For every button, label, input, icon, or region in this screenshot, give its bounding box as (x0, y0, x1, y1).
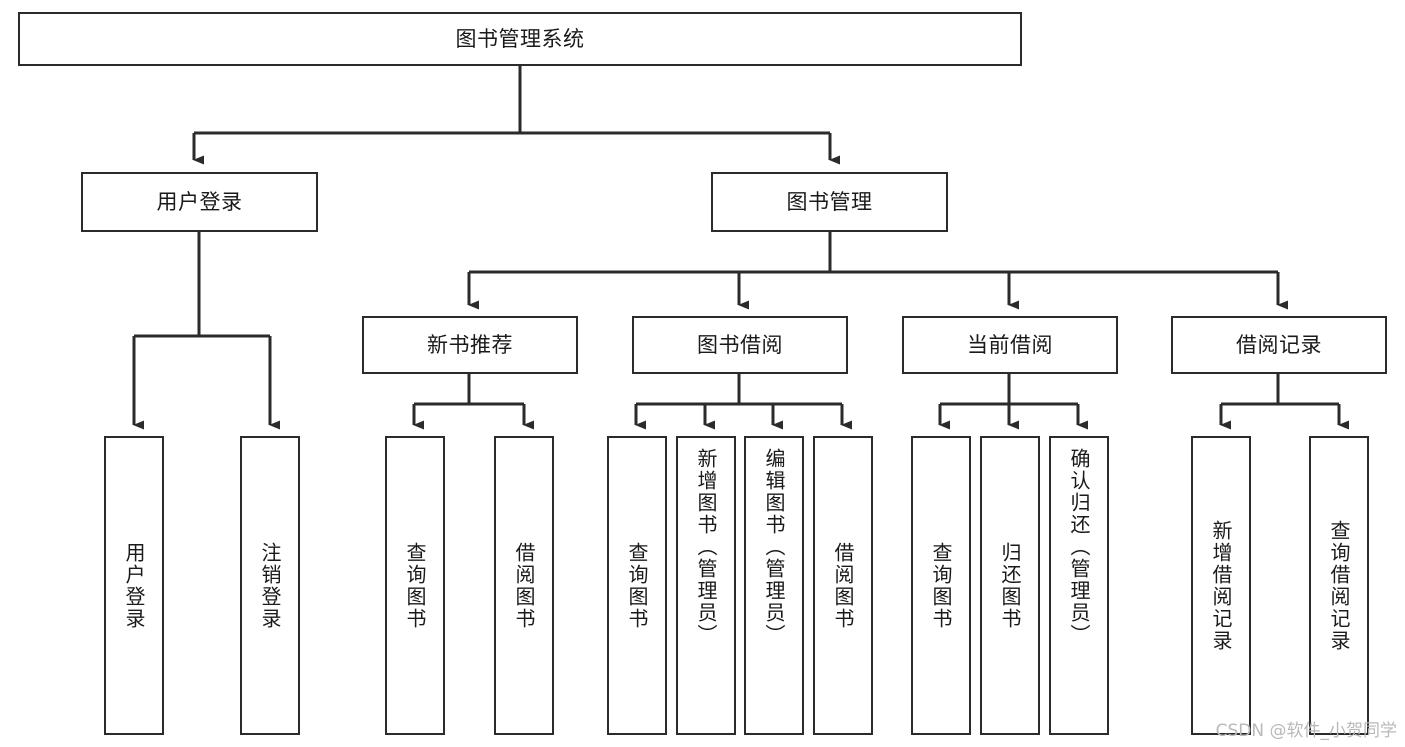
leaf-query-book-borrow[interactable]: 查询图书 (607, 436, 667, 735)
leaf-label-wrap: 归还图书 (998, 438, 1022, 733)
leaf-label-wrap: 新增图书（管理员） (694, 438, 718, 733)
node-label: 新增图书（管理员） (694, 448, 718, 646)
leaf-label-wrap: 注销登录 (258, 438, 282, 733)
leaf-return-book[interactable]: 归还图书 (980, 436, 1040, 735)
leaf-query-borrow-record[interactable]: 查询借阅记录 (1309, 436, 1369, 735)
node-label: 用户登录 (156, 189, 243, 214)
node-label: 查询图书 (929, 541, 953, 630)
leaf-add-borrow-record[interactable]: 新增借阅记录 (1191, 436, 1251, 735)
leaf-borrow-book-recommend[interactable]: 借阅图书 (494, 436, 554, 735)
leaf-borrow-book[interactable]: 借阅图书 (813, 436, 873, 735)
node-label: 确认归还（管理员） (1067, 448, 1091, 646)
leaf-query-book-recommend[interactable]: 查询图书 (385, 436, 445, 735)
node-borrow-record[interactable]: 借阅记录 (1171, 316, 1387, 374)
leaf-label-wrap: 借阅图书 (831, 438, 855, 733)
node-label: 新增借阅记录 (1209, 519, 1233, 652)
leaf-label-wrap: 编辑图书（管理员） (762, 438, 786, 733)
leaf-label-wrap: 查询图书 (403, 438, 427, 733)
leaf-add-book-admin[interactable]: 新增图书（管理员） (676, 436, 736, 735)
leaf-label-wrap: 确认归还（管理员） (1067, 438, 1091, 733)
node-label: 注销登录 (258, 541, 282, 630)
node-label: 归还图书 (998, 541, 1022, 630)
leaf-query-book-current[interactable]: 查询图书 (911, 436, 971, 735)
node-label: 借阅记录 (1236, 332, 1322, 357)
node-label: 查询图书 (625, 541, 649, 630)
leaf-label-wrap: 新增借阅记录 (1209, 438, 1233, 733)
node-label: 当前借阅 (967, 332, 1053, 357)
node-label: 查询图书 (403, 541, 427, 630)
node-book-management[interactable]: 图书管理 (711, 172, 948, 232)
node-label: 图书管理 (786, 189, 873, 214)
leaf-label-wrap: 查询借阅记录 (1327, 438, 1351, 733)
node-label: 借阅图书 (831, 541, 855, 630)
node-user-login[interactable]: 用户登录 (81, 172, 318, 232)
leaf-user-logout[interactable]: 注销登录 (240, 436, 300, 735)
node-label: 借阅图书 (512, 541, 536, 630)
node-label: 编辑图书（管理员） (762, 448, 786, 646)
leaf-user-login[interactable]: 用户登录 (104, 436, 164, 735)
leaf-label-wrap: 查询图书 (625, 438, 649, 733)
node-root-book-management-system[interactable]: 图书管理系统 (18, 12, 1022, 66)
node-label: 图书管理系统 (455, 26, 585, 51)
node-label: 图书借阅 (697, 332, 783, 357)
node-current-borrow[interactable]: 当前借阅 (902, 316, 1118, 374)
leaf-confirm-return-admin[interactable]: 确认归还（管理员） (1049, 436, 1109, 735)
node-label: 用户登录 (122, 541, 146, 630)
leaf-label-wrap: 借阅图书 (512, 438, 536, 733)
leaf-edit-book-admin[interactable]: 编辑图书（管理员） (744, 436, 804, 735)
node-new-book-recommend[interactable]: 新书推荐 (362, 316, 578, 374)
node-label: 查询借阅记录 (1327, 519, 1351, 652)
leaf-label-wrap: 查询图书 (929, 438, 953, 733)
node-label: 新书推荐 (427, 332, 513, 357)
leaf-label-wrap: 用户登录 (122, 438, 146, 733)
node-book-borrow[interactable]: 图书借阅 (632, 316, 848, 374)
